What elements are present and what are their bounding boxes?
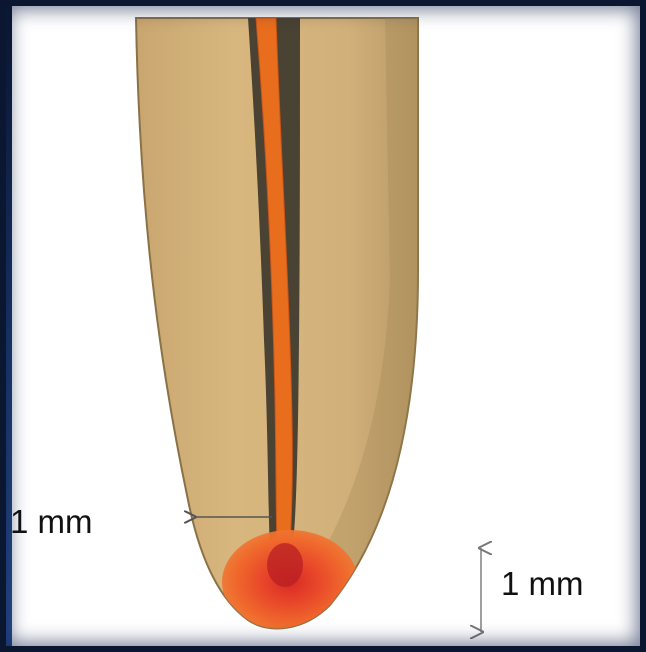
apical-distance-label: 1 mm (501, 567, 584, 600)
lateral-distance-label: 1 mm (10, 505, 93, 538)
apical-core (267, 543, 303, 587)
